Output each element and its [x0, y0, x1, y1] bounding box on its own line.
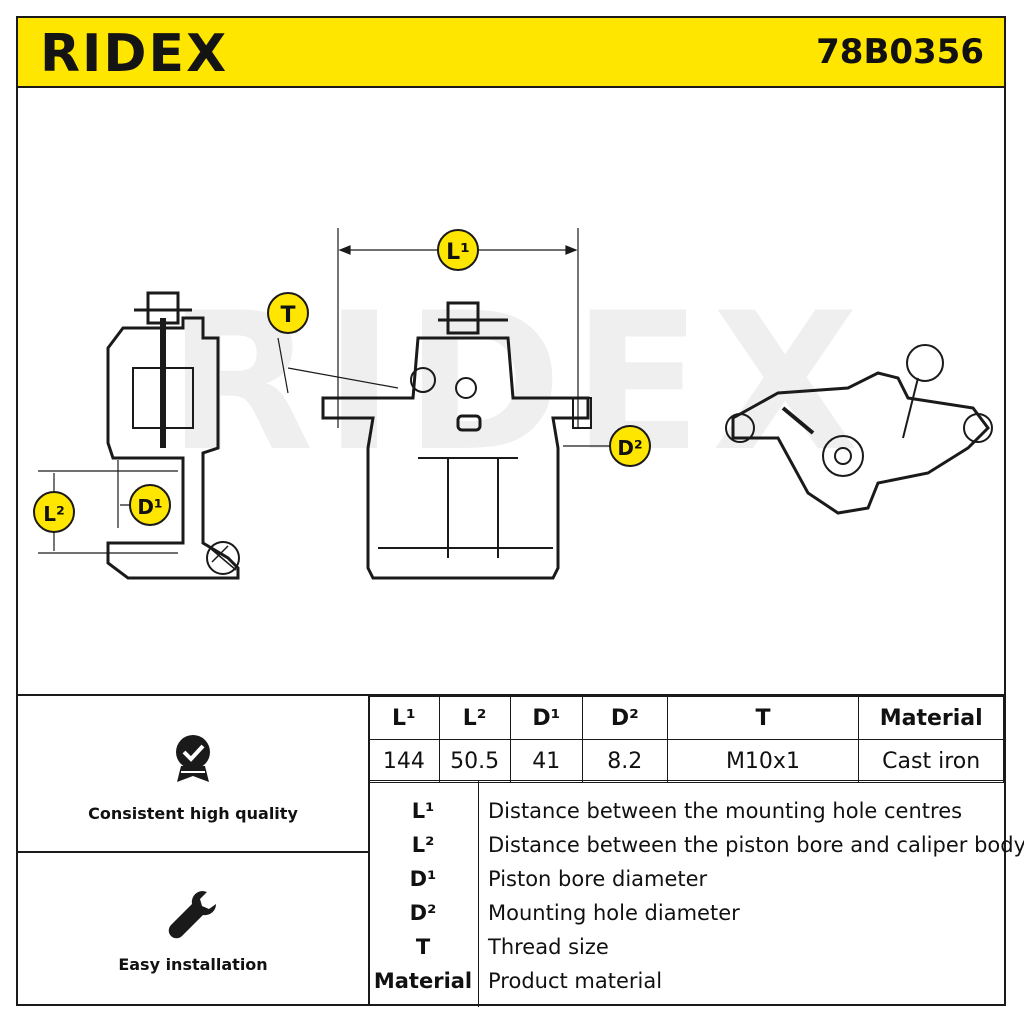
feature-quality-label: Consistent high quality: [88, 804, 298, 823]
callout-l1: L¹: [437, 229, 479, 271]
spec-header-d2: D²: [582, 696, 668, 740]
legend-key-material: Material: [373, 969, 473, 993]
legend-desc-l1: Distance between the mounting hole centr…: [488, 799, 963, 823]
svg-text:L¹: L¹: [446, 240, 470, 265]
caliper-side-view: [106, 291, 240, 580]
legend-desc-d1: Piston bore diameter: [488, 867, 708, 891]
svg-text:T: T: [280, 303, 295, 328]
svg-text:D¹: D¹: [137, 495, 162, 519]
wrench-icon: [168, 891, 216, 939]
feature-installation-label: Easy installation: [118, 955, 268, 974]
legend-desc-t: Thread size: [488, 935, 609, 959]
spec-header-d1: D¹: [509, 696, 584, 740]
spec-value-material: Cast iron: [858, 739, 1004, 783]
legend-key-t: T: [415, 935, 431, 959]
legend-keys: [368, 781, 479, 1007]
caliper-rear-view: [725, 344, 993, 515]
caliper-front-view: [321, 301, 592, 580]
callout-t: T: [267, 292, 309, 334]
callout-d1: D¹: [129, 484, 171, 526]
spec-value-d1: 41: [509, 739, 584, 783]
spec-header-l1: L¹: [368, 696, 440, 740]
spec-header-t: T: [666, 696, 860, 740]
svg-text:D²: D²: [617, 436, 642, 460]
legend-key-l1: L¹: [411, 799, 435, 823]
part-number: 78B0356: [816, 32, 984, 72]
product-sheet: RIDEX 78B0356 RIDEX: [16, 16, 1024, 1007]
callout-d2: D²: [609, 425, 651, 467]
spec-value-t: M10x1: [666, 739, 860, 783]
brand-logo: RIDEX: [40, 24, 229, 84]
spec-header-material: Material: [858, 696, 1004, 740]
spec-header-l2: L²: [438, 696, 511, 740]
legend-key-l2: L²: [411, 833, 435, 857]
header-bar: RIDEX 78B0356: [18, 18, 1004, 88]
spec-value-l2: 50.5: [438, 739, 511, 783]
feature-installation: Easy installation: [18, 853, 368, 1008]
callout-l2: L²: [33, 491, 75, 533]
feature-quality: Consistent high quality: [18, 696, 368, 853]
legend-desc-material: Product material: [488, 969, 663, 993]
legend-desc-d2: Mounting hole diameter: [488, 901, 740, 925]
spec-table: L¹ L² D¹ D² T Material 144 50.5 41 8.2 M…: [368, 696, 1004, 783]
legend-key-d1: D¹: [409, 867, 437, 891]
quality-badge-icon: [176, 735, 210, 782]
info-panel: Consistent high quality Easy installatio…: [18, 694, 1024, 1007]
legend-desc-l2: Distance between the piston bore and cal…: [488, 833, 1024, 857]
legend: L¹ Distance between the mounting hole ce…: [368, 780, 1024, 1007]
spec-value-row: 144 50.5 41 8.2 M10x1 Cast iron: [368, 739, 1004, 783]
features-column: Consistent high quality Easy installatio…: [18, 696, 370, 1006]
svg-text:L²: L²: [43, 502, 65, 526]
spec-value-d2: 8.2: [582, 739, 668, 783]
spec-header-row: L¹ L² D¹ D² T Material: [368, 696, 1004, 740]
technical-drawing: RIDEX: [18, 88, 1004, 694]
spec-value-l1: 144: [368, 739, 440, 783]
legend-key-d2: D²: [409, 901, 437, 925]
